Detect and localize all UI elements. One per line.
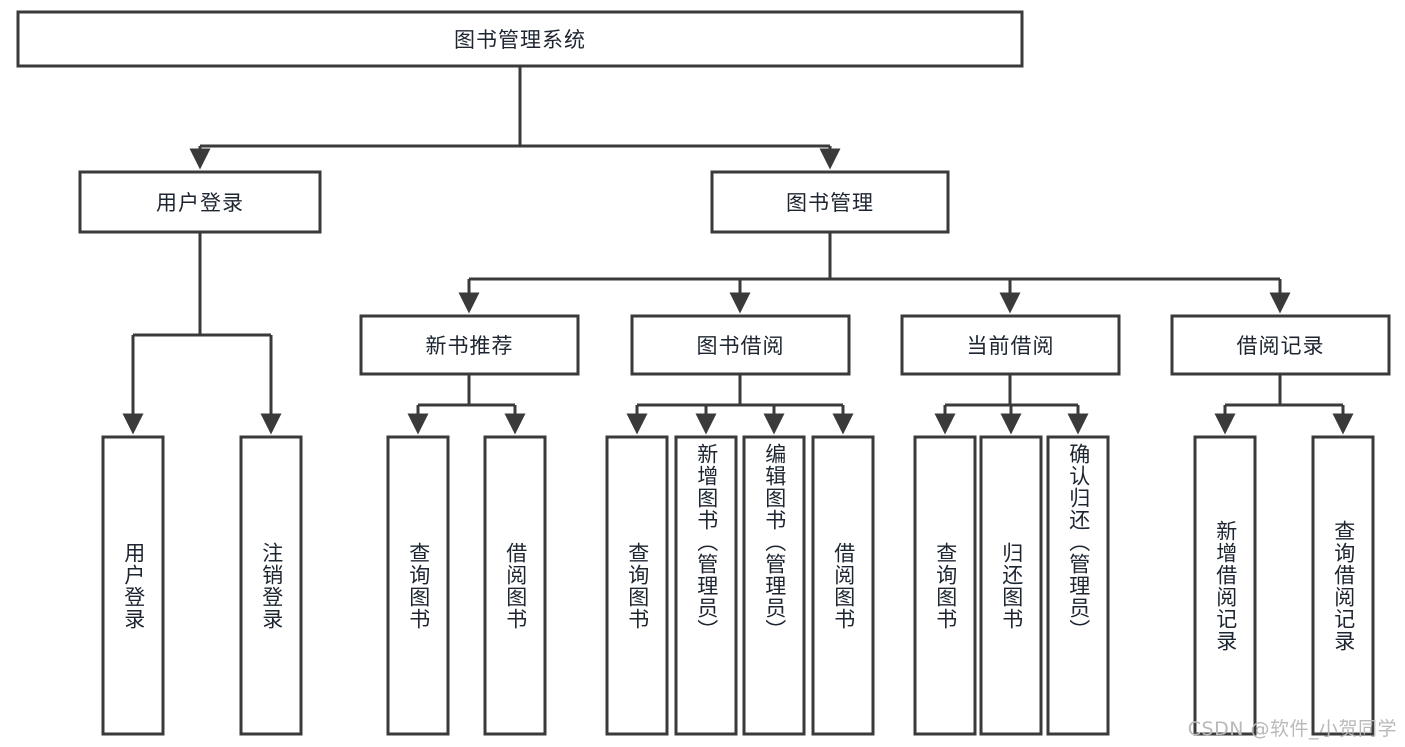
leaf-user-login[interactable]: 用户登录 <box>103 437 163 734</box>
node-root-box[interactable] <box>16 10 1024 68</box>
node-root-label: 图书管理系统 <box>454 28 586 52</box>
leaf-query-book-2[interactable]: 查询图书 <box>607 437 667 734</box>
node-book-borrow-label: 图书借阅 <box>696 334 785 358</box>
connector-borrowrecord-to-leaves <box>1214 374 1354 435</box>
leaf-edit-book-label: 编辑图书（管理员） <box>762 443 787 641</box>
leaf-query-book-3-label: 查询图书 <box>933 541 958 630</box>
leaf-add-record[interactable]: 新增借阅记录 <box>1195 437 1255 734</box>
leaf-query-record[interactable]: 查询借阅记录 <box>1313 437 1373 734</box>
leaf-confirm-return[interactable]: 确认归还（管理员） <box>1048 437 1108 734</box>
connector-newbook-to-leaves <box>407 374 526 435</box>
leaf-add-book[interactable]: 新增图书（管理员） <box>676 437 736 734</box>
leaf-add-book-box[interactable] <box>674 435 738 736</box>
connector-bookborrow-to-leaves <box>626 374 854 435</box>
connector-bookmanage-to-level3 <box>458 232 1291 314</box>
node-borrow-record-box[interactable] <box>1170 314 1391 376</box>
node-user-login-label: 用户登录 <box>156 191 244 215</box>
node-book-manage-box[interactable] <box>710 170 950 234</box>
leaf-query-book-2-box[interactable] <box>605 435 669 736</box>
leaf-return-book-label: 归还图书 <box>999 541 1024 630</box>
leaf-return-book[interactable]: 归还图书 <box>981 437 1041 734</box>
node-current-borrow-label: 当前借阅 <box>966 334 1055 358</box>
connector-currentborrow-to-leaves <box>934 374 1089 435</box>
watermark-text: CSDN @软件_小贺同学 <box>1187 718 1397 740</box>
leaf-add-record-box[interactable] <box>1193 435 1257 736</box>
leaf-add-book-label: 新增图书（管理员） <box>694 443 719 641</box>
leaf-query-book-3-box[interactable] <box>913 435 977 736</box>
leaf-user-login-box[interactable] <box>101 435 165 736</box>
leaf-query-book-1-label: 查询图书 <box>406 541 431 630</box>
connector-root-to-level2 <box>189 66 841 170</box>
leaf-borrow-book-1[interactable]: 借阅图书 <box>485 437 545 734</box>
leaf-query-record-label: 查询借阅记录 <box>1331 519 1356 652</box>
node-new-book-recommend-label: 新书推荐 <box>425 334 514 358</box>
node-current-borrow-box[interactable] <box>900 314 1121 376</box>
leaf-query-book-1[interactable]: 查询图书 <box>388 437 448 734</box>
leaf-logout-login-label: 注销登录 <box>259 541 284 630</box>
node-book-borrow-box[interactable] <box>630 314 851 376</box>
leaf-query-book-2-label: 查询图书 <box>625 541 650 630</box>
leaf-return-book-box[interactable] <box>979 435 1043 736</box>
leaf-logout-login[interactable]: 注销登录 <box>241 437 301 734</box>
leaf-borrow-book-2-box[interactable] <box>811 435 875 736</box>
node-book-manage-label: 图书管理 <box>786 191 874 215</box>
leaf-confirm-return-label: 确认归还（管理员） <box>1066 443 1091 641</box>
leaf-user-login-label: 用户登录 <box>121 541 146 630</box>
leaf-edit-book[interactable]: 编辑图书（管理员） <box>744 437 804 734</box>
leaf-borrow-book-1-label: 借阅图书 <box>503 541 528 630</box>
leaf-confirm-return-box[interactable] <box>1046 435 1110 736</box>
leaf-borrow-book-1-box[interactable] <box>483 435 547 736</box>
leaf-query-book-1-box[interactable] <box>386 435 450 736</box>
connector-userlogin-to-leaves <box>122 232 282 435</box>
leaf-query-record-box[interactable] <box>1311 435 1375 736</box>
leaf-add-record-label: 新增借阅记录 <box>1213 519 1238 652</box>
leaf-borrow-book-2[interactable]: 借阅图书 <box>813 437 873 734</box>
node-user-login-box[interactable] <box>78 170 322 234</box>
leaf-edit-book-box[interactable] <box>742 435 806 736</box>
leaf-query-book-3[interactable]: 查询图书 <box>915 437 975 734</box>
node-new-book-recommend-box[interactable] <box>359 314 580 376</box>
leaf-logout-login-box[interactable] <box>239 435 303 736</box>
leaf-borrow-book-2-label: 借阅图书 <box>831 541 856 630</box>
node-borrow-record-label: 借阅记录 <box>1236 334 1325 358</box>
